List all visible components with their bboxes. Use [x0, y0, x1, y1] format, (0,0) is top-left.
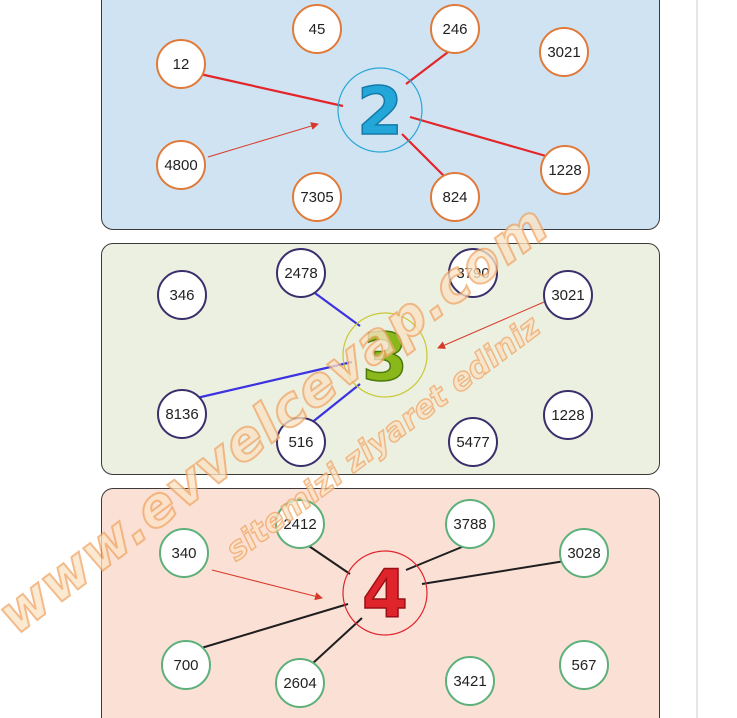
number-circle: 12	[156, 39, 206, 89]
center-number-3: 3	[362, 319, 408, 396]
svg-text:2478: 2478	[284, 265, 317, 282]
page-right-border	[696, 0, 698, 718]
svg-text:12: 12	[173, 56, 190, 73]
svg-text:4800: 4800	[164, 157, 197, 174]
number-circle: 4800	[156, 140, 206, 190]
number-circle: 3021	[539, 27, 589, 77]
svg-text:340: 340	[171, 545, 196, 562]
number-circle: 3421	[445, 656, 495, 706]
center-number-2: 2	[357, 73, 403, 150]
number-circle: 1228	[540, 145, 590, 195]
number-circle: 7305	[292, 172, 342, 222]
panel-2-numbers: 346 2478 3790 3021 8136 1228 516 5477	[157, 248, 593, 467]
number-circle: 5477	[448, 417, 498, 467]
number-circle: 3788	[445, 499, 495, 549]
svg-text:3021: 3021	[551, 287, 584, 304]
panel-1-numbers: 45 246 12 3021 4800 1228 7305 824	[156, 4, 590, 222]
svg-text:2604: 2604	[283, 675, 316, 692]
svg-text:516: 516	[288, 434, 313, 451]
number-circle: 3028	[559, 528, 609, 578]
center-circle-3: 3	[342, 312, 428, 398]
number-circle: 246	[430, 4, 480, 54]
svg-text:246: 246	[442, 21, 467, 38]
svg-text:824: 824	[442, 189, 467, 206]
number-circle: 567	[559, 640, 609, 690]
panel-3-numbers: 340 2412 3788 3028 700 567 2604 3421	[159, 499, 609, 708]
center-circle-4: 4	[342, 550, 428, 636]
center-number-4: 4	[362, 556, 408, 633]
svg-text:3790: 3790	[456, 265, 489, 282]
svg-text:1228: 1228	[551, 407, 584, 424]
svg-text:567: 567	[571, 657, 596, 674]
number-circle: 516	[276, 417, 326, 467]
svg-text:8136: 8136	[165, 406, 198, 423]
number-circle: 8136	[157, 389, 207, 439]
number-circle: 2478	[276, 248, 326, 298]
svg-text:2412: 2412	[283, 516, 316, 533]
panel-2-lines	[187, 287, 545, 425]
number-circle: 3790	[448, 248, 498, 298]
svg-text:5477: 5477	[456, 434, 489, 451]
svg-text:3028: 3028	[567, 545, 600, 562]
number-circle: 700	[161, 640, 211, 690]
svg-text:7305: 7305	[300, 189, 333, 206]
number-circle: 45	[292, 4, 342, 54]
svg-text:45: 45	[309, 21, 326, 38]
svg-text:3421: 3421	[453, 673, 486, 690]
svg-text:3021: 3021	[547, 44, 580, 61]
number-circle: 2604	[275, 658, 325, 708]
center-circle-2: 2	[337, 67, 423, 153]
number-circle: 340	[159, 528, 209, 578]
number-circle: 3021	[543, 270, 593, 320]
svg-text:3788: 3788	[453, 516, 486, 533]
number-circle: 1228	[543, 390, 593, 440]
svg-text:700: 700	[173, 657, 198, 674]
svg-text:1228: 1228	[548, 162, 581, 179]
svg-text:346: 346	[169, 287, 194, 304]
number-circle: 824	[430, 172, 480, 222]
number-circle: 2412	[275, 499, 325, 549]
number-circle: 346	[157, 270, 207, 320]
